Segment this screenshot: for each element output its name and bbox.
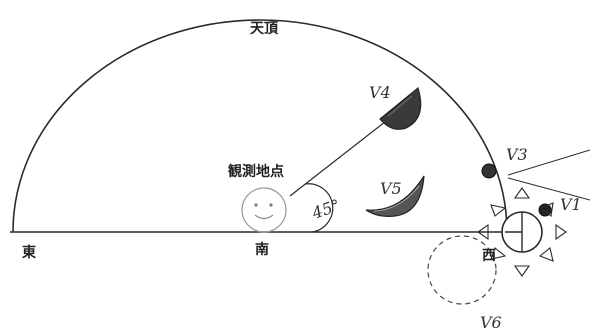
moon-v5 bbox=[365, 175, 425, 217]
moon-v6-path bbox=[427, 235, 497, 305]
moon-v3 bbox=[481, 163, 497, 179]
v3-pointer-line-lower bbox=[507, 177, 590, 201]
v3-pointer-line-upper bbox=[507, 149, 590, 176]
angle-label: 45° bbox=[309, 195, 343, 223]
east-label: 東 bbox=[22, 244, 36, 261]
south-label: 南 bbox=[255, 241, 269, 258]
sight-line bbox=[289, 117, 391, 197]
observer-smiley bbox=[241, 187, 287, 233]
zenith-label: 天頂 bbox=[250, 21, 279, 37]
sun-icon bbox=[477, 187, 567, 277]
moon-v3-label: V3 bbox=[506, 145, 528, 164]
moon-v4-label: V4 bbox=[369, 83, 391, 102]
moon-v1-label: V1 bbox=[560, 195, 582, 214]
sky-dome-arc bbox=[12, 19, 508, 233]
moon-v4 bbox=[379, 86, 422, 130]
moon-v6-label: V6 bbox=[480, 313, 502, 332]
observer-label: 観測地点 bbox=[228, 163, 284, 180]
moon-v5-label: V5 bbox=[380, 179, 402, 198]
angle-arc bbox=[304, 183, 334, 233]
west-label: 西 bbox=[482, 248, 496, 264]
